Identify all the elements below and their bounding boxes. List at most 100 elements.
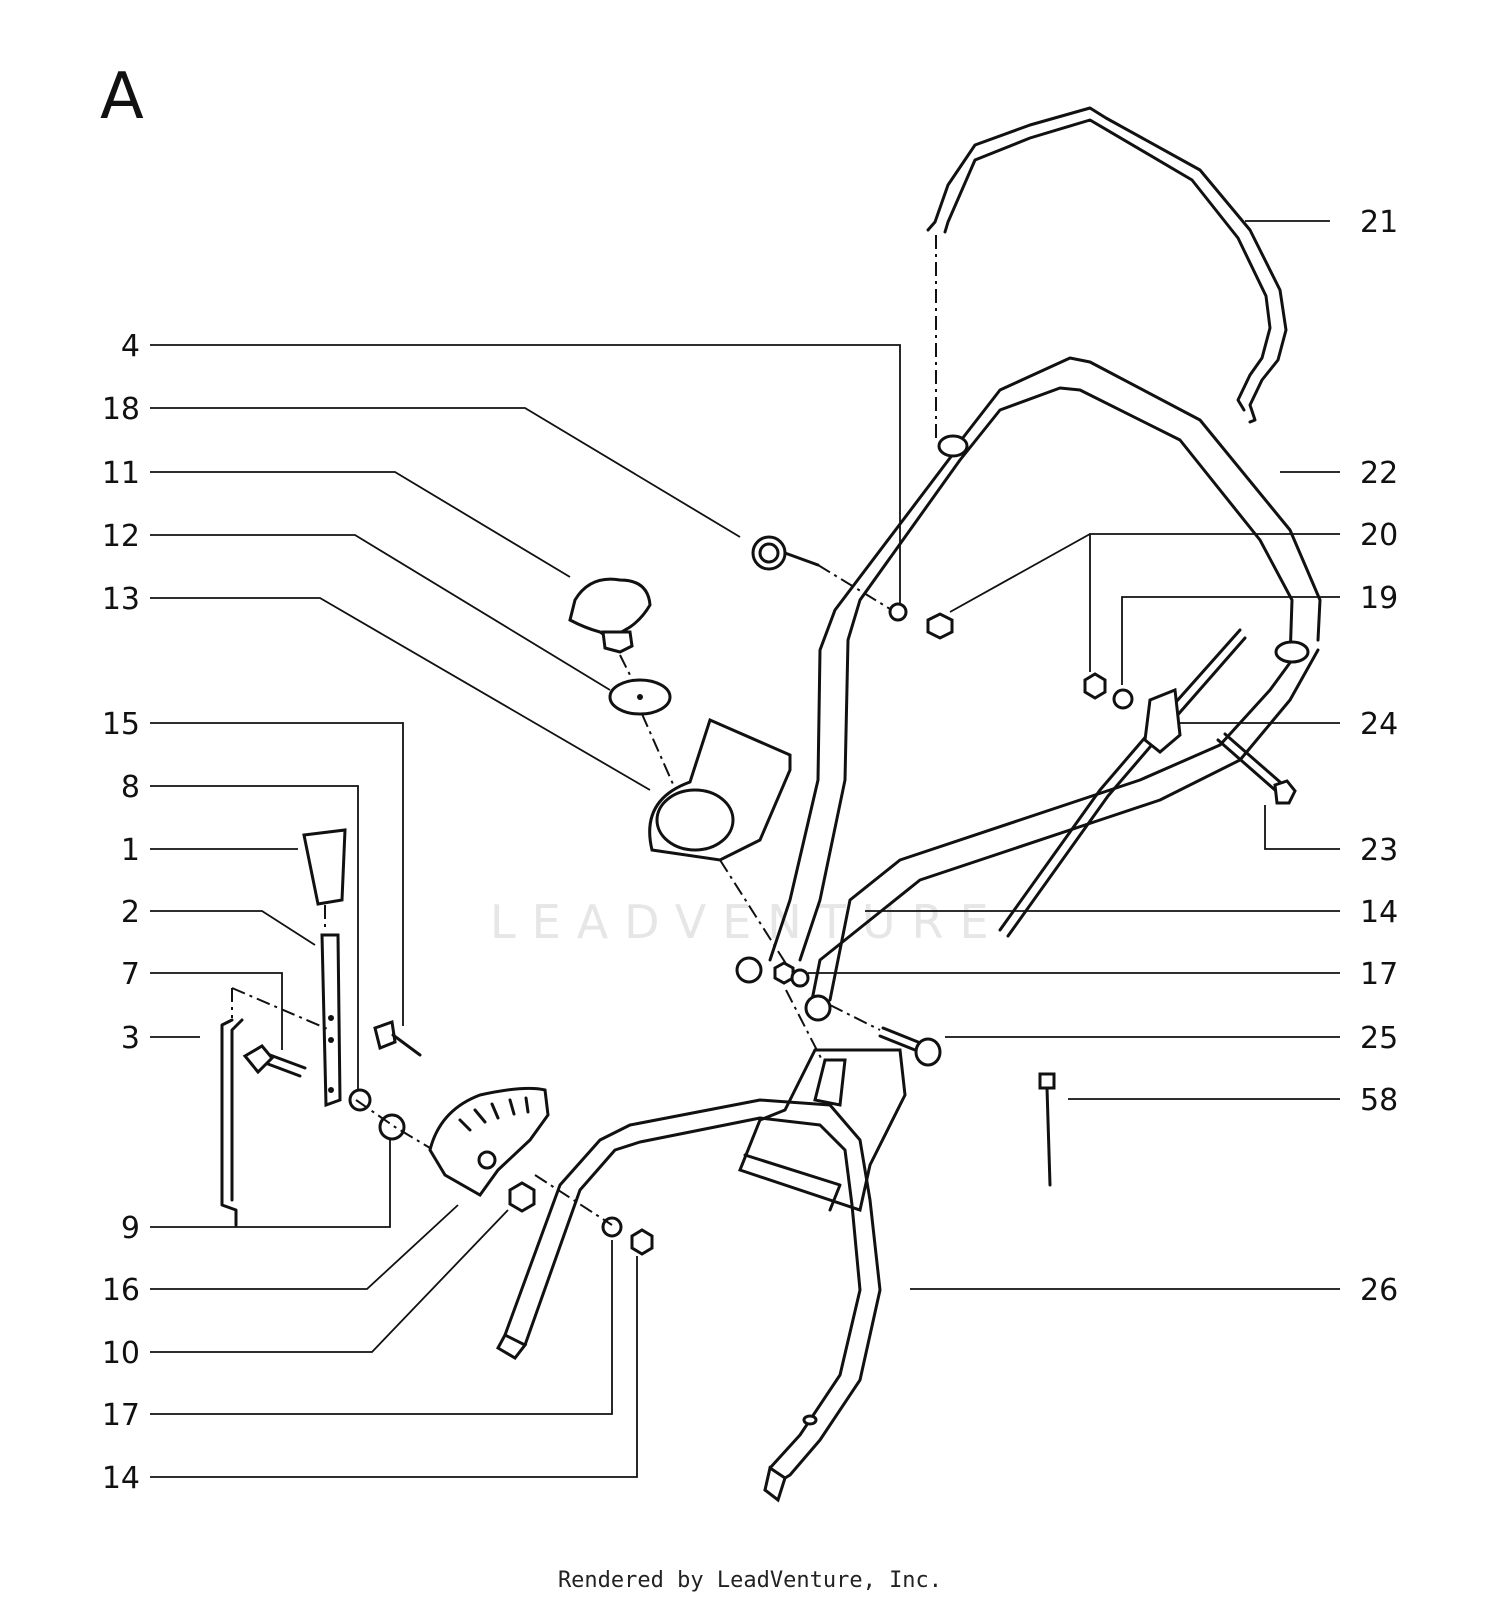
upper-handle: [768, 356, 1322, 1012]
lever-hole-3: [328, 1087, 334, 1093]
handle-tube-end-left: [735, 956, 763, 984]
callout-14-lower: 14: [102, 1461, 140, 1496]
callout-17-lower: 17: [102, 1398, 140, 1433]
axis-3: [231, 987, 331, 1031]
bolt-7-shank: [266, 1053, 307, 1078]
height-lever-tab: [813, 1058, 847, 1107]
lower-handle: [503, 1098, 882, 1492]
leader-17-lower: [150, 1240, 613, 1415]
leader-11: [150, 471, 571, 578]
lower-handle-end-right: [763, 1465, 787, 1503]
bail-wire: [926, 106, 1288, 424]
lever-grip-1: [302, 828, 347, 906]
washer-12-hole: [637, 694, 643, 700]
cable-clip: [1143, 687, 1182, 754]
callout-20: 20: [1360, 518, 1398, 553]
leader-4: [150, 344, 901, 605]
callout-3: 3: [121, 1021, 140, 1056]
callout-1: 1: [121, 833, 140, 868]
leader-13: [150, 597, 651, 791]
bracket-13-slot: [655, 788, 735, 852]
height-adjust-plate-16: [428, 1086, 550, 1197]
axis-18: [817, 564, 896, 613]
callout-9: 9: [121, 1211, 140, 1246]
handle-sleeve-left: [937, 434, 969, 458]
axis-13: [719, 859, 791, 971]
watermark: LEADVENTURE: [490, 895, 1005, 949]
callout-24: 24: [1360, 707, 1398, 742]
handle-tube-end-right: [804, 994, 832, 1022]
eye-bolt-ring: [751, 535, 787, 571]
callout-11: 11: [102, 456, 140, 491]
rod-3: [220, 1018, 244, 1227]
cable-tie-strap: [1045, 1086, 1052, 1187]
callout-19: 19: [1360, 581, 1398, 616]
washer-19: [1112, 688, 1134, 710]
leader-12: [150, 534, 611, 691]
callout-16: 16: [102, 1273, 140, 1308]
cable-tie-head: [1038, 1072, 1056, 1090]
nut-14-lower: [630, 1228, 654, 1256]
callout-13: 13: [102, 582, 140, 617]
nut-20: [1083, 672, 1107, 700]
leader-8: [150, 785, 359, 1090]
leader-16: [150, 1204, 459, 1290]
axis-12: [641, 713, 681, 801]
plate-16-hole: [477, 1150, 497, 1170]
nut-14-upper: [773, 961, 795, 985]
eye-bolt-shank: [783, 551, 820, 567]
lever-hole-2: [328, 1037, 334, 1043]
washer-17-upper: [790, 968, 810, 988]
render-credit: Rendered by LeadVenture, Inc.: [557, 1568, 943, 1593]
leader-20: [949, 533, 1340, 672]
callout-25: 25: [1360, 1021, 1398, 1056]
callout-12: 12: [102, 519, 140, 554]
bolt-7-head: [242, 1044, 275, 1075]
leader-15: [150, 722, 404, 1026]
leader-lines: [150, 220, 1340, 1478]
knob-11: [568, 577, 652, 637]
callout-4: 4: [121, 329, 140, 364]
callout-17-upper: 17: [1360, 957, 1398, 992]
bolt-15-head: [373, 1019, 397, 1051]
bolt-15-shank: [391, 1033, 422, 1057]
callout-21: 21: [1360, 205, 1398, 240]
bolt-25-head: [914, 1037, 942, 1067]
leader-9: [150, 1140, 391, 1228]
callout-7: 7: [121, 957, 140, 992]
section-label: A: [100, 60, 144, 134]
axis-25: [829, 1004, 881, 1031]
deck-bracket-plate: [743, 1153, 842, 1212]
leader-18: [150, 407, 741, 538]
bolt-23-head: [1273, 779, 1297, 805]
callouts-right: 21 22 20 19 24 23 14 17 25 58 26: [1360, 205, 1398, 1308]
washer-8: [348, 1088, 372, 1112]
callout-2: 2: [121, 895, 140, 930]
callout-23: 23: [1360, 833, 1398, 868]
leader-2: [150, 910, 316, 946]
leader-10: [150, 1209, 509, 1353]
leader-14-lower: [150, 1256, 638, 1478]
leader-19: [1121, 596, 1340, 685]
lower-handle-end-left: [495, 1333, 528, 1360]
knob-11-stem: [601, 630, 634, 654]
callout-15: 15: [102, 707, 140, 742]
callout-10: 10: [102, 1336, 140, 1371]
callout-22: 22: [1360, 456, 1398, 491]
eye-bolt-hole: [758, 542, 780, 564]
lower-handle-hole: [802, 1414, 818, 1426]
axis-lower: [785, 989, 823, 1061]
plate-16-notches: [458, 1096, 530, 1132]
callout-26: 26: [1360, 1273, 1398, 1308]
leader-7: [150, 972, 283, 1050]
callout-8: 8: [121, 770, 140, 805]
throttle-cable: [998, 628, 1247, 938]
handle-sleeve-right: [1274, 640, 1310, 664]
callout-14-upper: 14: [1360, 895, 1398, 930]
lever-hole-1: [328, 1015, 334, 1021]
callout-58: 58: [1360, 1083, 1398, 1118]
axis-8-9: [355, 1099, 431, 1149]
bolt-23-shank: [1216, 732, 1282, 792]
washer-4: [888, 602, 908, 622]
